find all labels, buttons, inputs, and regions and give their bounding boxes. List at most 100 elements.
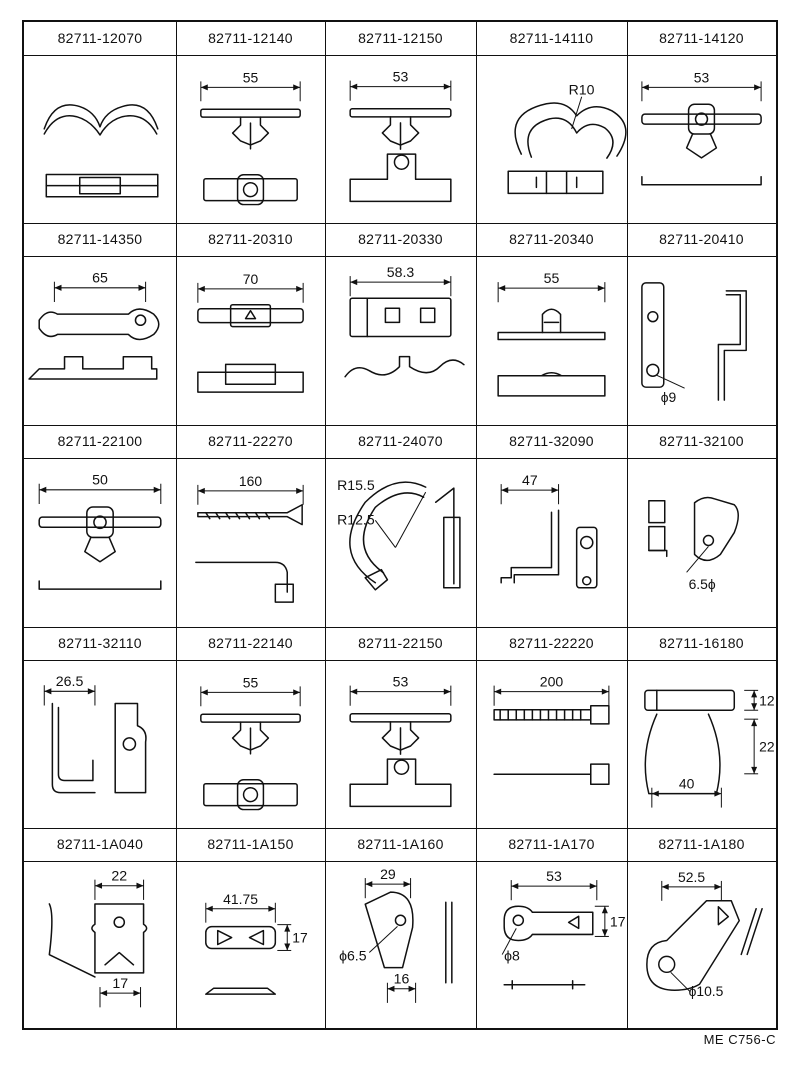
part-number: 82711-14350	[57, 231, 143, 247]
part-number: 82711-12070	[57, 30, 143, 46]
part-number: 82711-1A040	[56, 836, 144, 852]
part-drawing: 55	[476, 256, 627, 425]
part-number: 82711-22140	[208, 635, 293, 651]
header-divider	[24, 861, 776, 862]
dimension-label: 6.5ϕ	[689, 576, 716, 592]
part-cell: 82711-32100 6.5ϕ	[627, 425, 776, 627]
drawing-code: ME C756-C	[703, 1032, 776, 1047]
part-cell: 82711-1A180 52.5 ϕ10.5	[627, 828, 776, 1028]
part-number: 82711-32110	[58, 635, 142, 651]
part-drawing: 53 17 ϕ8	[476, 861, 627, 1028]
part-cell: 82711-20330 58.3	[325, 223, 476, 425]
part-cell: 82711-1A040 22 17	[24, 828, 176, 1028]
part-number: 82711-12150	[358, 30, 443, 46]
part-drawing: R10	[476, 55, 627, 223]
part-drawing: 41.75 17	[176, 861, 325, 1028]
dimension-label: ϕ8	[504, 948, 520, 964]
dimension-label: 17	[292, 930, 308, 946]
part-cell: 82711-14350 65	[24, 223, 176, 425]
dimension-label: 53	[393, 69, 409, 85]
dimension-label: 50	[92, 473, 108, 489]
part-drawing	[24, 55, 176, 223]
dimension-label: 29	[380, 866, 396, 882]
part-drawing: 29 ϕ6.5 16	[325, 861, 476, 1028]
dimension-label: 52.5	[678, 869, 705, 885]
part-cell: 82711-1A150 41.75 17	[176, 828, 325, 1028]
dimension-label: R12.5	[337, 511, 375, 527]
part-cell: 82711-20410 ϕ9	[627, 223, 776, 425]
dimension-label: 53	[546, 868, 562, 884]
part-drawing: 200	[476, 660, 627, 828]
dimension-label: 17	[610, 913, 626, 929]
dimension-label: 53	[694, 69, 710, 85]
parts-sheet: 82711-12070 82711-12140 55 82711-12150 5…	[22, 20, 778, 1030]
part-cell: 82711-22150 53	[325, 627, 476, 828]
row-divider	[24, 828, 776, 829]
row-divider	[24, 223, 776, 224]
part-cell: 82711-1A170 53 17 ϕ8	[476, 828, 627, 1028]
part-number: 82711-20310	[208, 231, 293, 247]
part-drawing: 53	[325, 660, 476, 828]
part-number: 82711-22220	[509, 635, 594, 651]
part-cell: 82711-24070 R15.5 R12.5	[325, 425, 476, 627]
part-number: 82711-16180	[659, 635, 744, 651]
dimension-label: 12	[759, 692, 775, 708]
dimension-label: 65	[92, 271, 108, 287]
header-divider	[24, 458, 776, 459]
part-cell: 82711-22140 55	[176, 627, 325, 828]
part-number: 82711-32090	[509, 433, 594, 449]
part-drawing: 70	[176, 256, 325, 425]
part-cell: 82711-14110 R10	[476, 22, 627, 223]
part-number: 82711-14110	[509, 30, 594, 46]
part-drawing: 53	[627, 55, 776, 223]
dimension-label: 22	[759, 738, 775, 754]
part-drawing: 50	[24, 458, 176, 627]
part-drawing: 55	[176, 55, 325, 223]
dimension-label: 17	[112, 976, 128, 992]
part-drawing: 65	[24, 256, 176, 425]
part-drawing: 58.3	[325, 256, 476, 425]
part-cell: 82711-16180 12 22 40	[627, 627, 776, 828]
part-cell: 82711-22270 160	[176, 425, 325, 627]
header-divider	[24, 256, 776, 257]
part-number: 82711-32100	[659, 433, 744, 449]
part-drawing: 55	[176, 660, 325, 828]
part-drawing: 26.5	[24, 660, 176, 828]
dimension-label: 16	[394, 971, 410, 987]
part-number: 82711-12140	[208, 30, 293, 46]
row-divider	[24, 425, 776, 426]
part-number: 82711-24070	[358, 433, 443, 449]
part-cell: 82711-32090 47	[476, 425, 627, 627]
part-cell: 82711-32110 26.5	[24, 627, 176, 828]
part-cell: 82711-12070	[24, 22, 176, 223]
part-cell: 82711-12140 55	[176, 22, 325, 223]
column-divider	[176, 22, 177, 1028]
part-drawing: 22 17	[24, 861, 176, 1028]
dimension-label: 70	[243, 271, 259, 287]
column-divider	[325, 22, 326, 1028]
part-drawing: R15.5 R12.5	[325, 458, 476, 627]
dimension-label: 55	[544, 270, 560, 286]
part-cell: 82711-22220 200	[476, 627, 627, 828]
part-drawing: 12 22 40	[627, 660, 776, 828]
part-cell: 82711-20310 70	[176, 223, 325, 425]
dimension-label: 41.75	[223, 891, 258, 907]
part-cell: 82711-14120 53	[627, 22, 776, 223]
part-cell: 82711-22100 50	[24, 425, 176, 627]
part-number: 82711-20340	[509, 231, 594, 247]
part-number: 82711-1A170	[508, 836, 595, 852]
part-drawing: 52.5 ϕ10.5	[627, 861, 776, 1028]
dimension-label: 160	[239, 473, 262, 489]
dimension-label: 26.5	[56, 674, 84, 690]
dimension-label: R10	[569, 82, 595, 98]
column-divider	[476, 22, 477, 1028]
part-drawing: 53	[325, 55, 476, 223]
part-number: 82711-20330	[358, 231, 443, 247]
part-cell: 82711-1A160 29 ϕ6.5 16	[325, 828, 476, 1028]
dimension-label: ϕ9	[661, 389, 677, 405]
part-drawing: ϕ9	[627, 256, 776, 425]
dimension-label: 47	[522, 472, 538, 488]
header-divider	[24, 660, 776, 661]
dimension-label: ϕ10.5	[689, 983, 724, 999]
part-number: 82711-1A180	[658, 836, 745, 852]
